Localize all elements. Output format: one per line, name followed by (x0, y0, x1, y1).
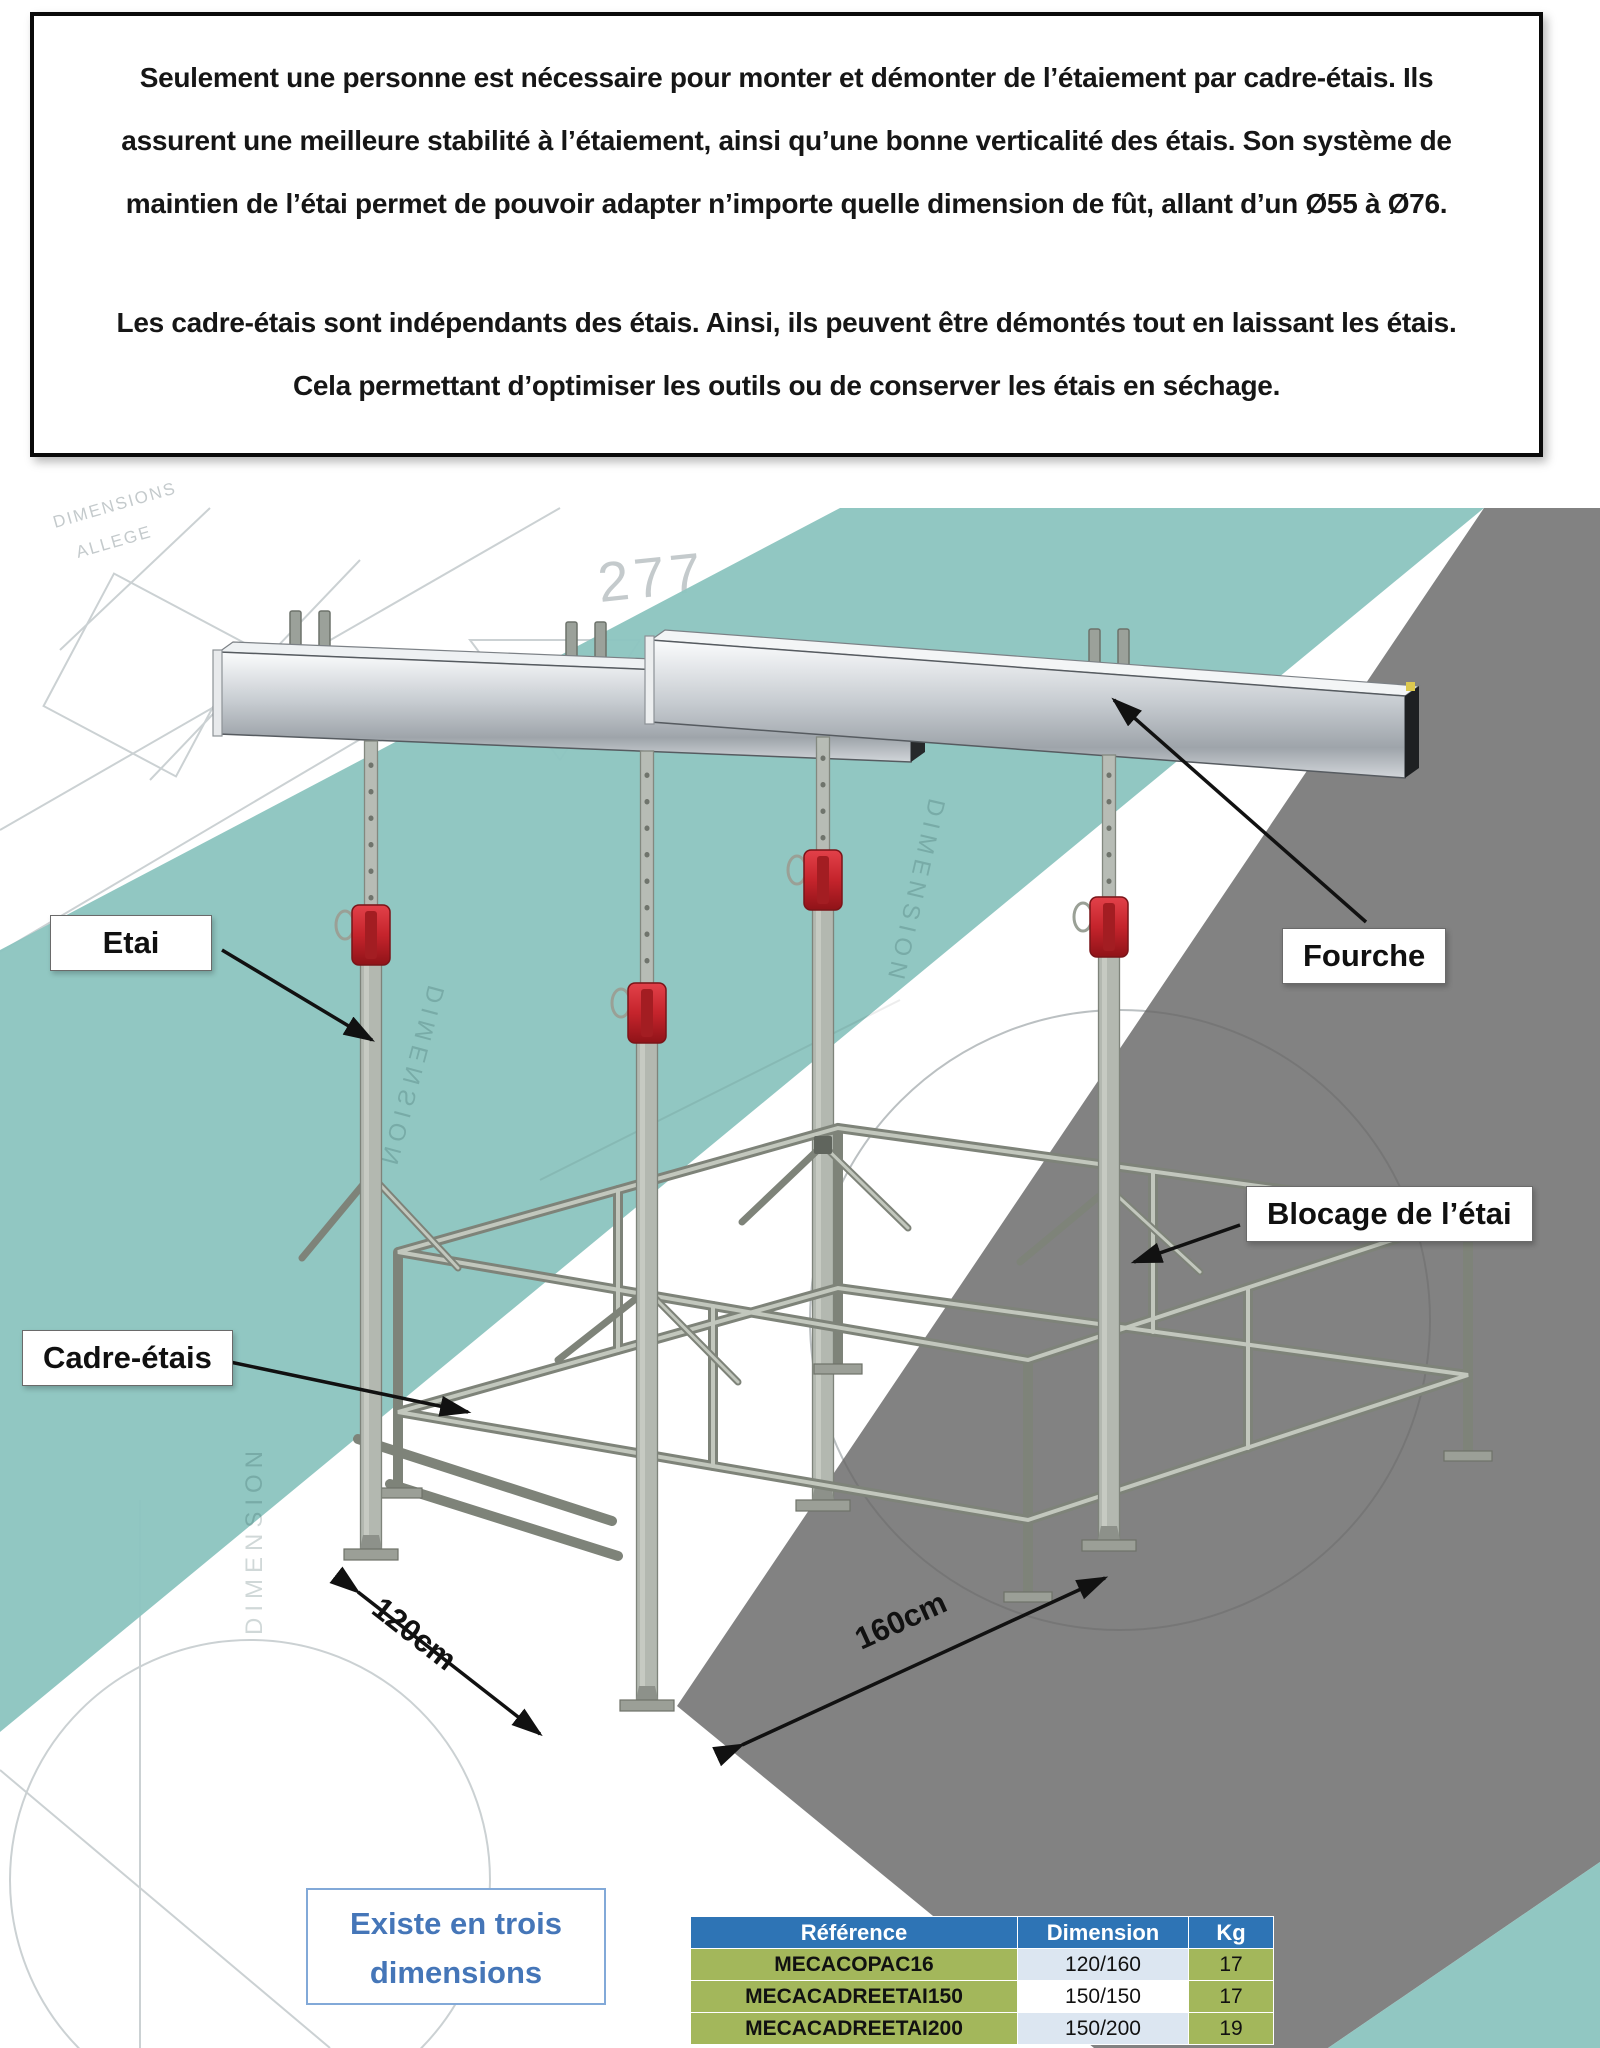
cell-kg: 17 (1188, 1980, 1274, 2013)
etai-prop-center (619, 750, 675, 1712)
dimension-arrow-160 (712, 1576, 1109, 1767)
cell-dimension: 120/160 (1017, 1948, 1189, 1981)
callout-arrow-blocage (1130, 1223, 1241, 1264)
teal-corner (1328, 1862, 1600, 2048)
cell-kg: 17 (1188, 1948, 1274, 1981)
cell-kg: 19 (1188, 2012, 1274, 2045)
beam-front (644, 629, 1421, 779)
dimension-arrow-120 (329, 1566, 543, 1737)
watermark-dimension-3: DIMENSION (241, 1445, 268, 1635)
table-row: MECACADREETAI150 150/150 17 (690, 1980, 1274, 2013)
callout-arrow-fourche (1111, 697, 1368, 924)
callout-blocage: Blocage de l’étai (1246, 1186, 1533, 1242)
callout-arrows (221, 697, 1368, 1417)
callout-etai: Etai (50, 915, 212, 971)
cell-reference: MECACOPAC16 (690, 1948, 1018, 1981)
callout-blocage-label: Blocage de l’étai (1267, 1196, 1512, 1231)
note-line-1: Existe en trois (350, 1906, 562, 1941)
frame-braces (298, 1136, 1204, 1386)
red-clamps (334, 849, 1129, 1044)
callout-fourche-label: Fourche (1303, 938, 1426, 973)
callout-cadre-label: Cadre-étais (43, 1340, 212, 1375)
etai-prop-left (343, 740, 399, 1561)
dimensions-note-box: Existe en trois dimensions (306, 1888, 606, 2005)
intro-paragraph-2: Les cadre-étais sont indépendants des ét… (116, 307, 1457, 401)
callout-arrow-cadre (229, 1360, 472, 1417)
callout-arrow-etai (221, 948, 376, 1042)
dimension-annotations: 120cm 160cm (329, 1566, 1109, 1767)
dimension-label-120: 120cm (366, 1590, 464, 1677)
callout-fourche: Fourche (1282, 928, 1447, 984)
intro-text-box: Seulement une personne est nécessaire po… (30, 12, 1543, 457)
callout-etai-label: Etai (102, 925, 160, 960)
table-header-row: Référence Dimension Kg (690, 1916, 1274, 1949)
table-row: MECACOPAC16 120/160 17 (690, 1948, 1274, 1981)
callout-cadre: Cadre-étais (22, 1330, 233, 1386)
note-line-2: dimensions (369, 1955, 543, 1990)
intro-paragraph-1: Seulement une personne est nécessaire po… (121, 62, 1452, 219)
cell-reference: MECACADREETAI150 (690, 1980, 1018, 2013)
table-header-reference: Référence (690, 1916, 1018, 1949)
cell-reference: MECACADREETAI200 (690, 2012, 1018, 2045)
table-header-dimension: Dimension (1017, 1916, 1189, 1949)
cell-dimension: 150/150 (1017, 1980, 1189, 2013)
table-row: MECACADREETAI200 150/200 19 (690, 2012, 1274, 2045)
dimension-label-160: 160cm (849, 1585, 951, 1657)
cell-dimension: 150/200 (1017, 2012, 1189, 2045)
etai-prop-right (1081, 754, 1137, 1552)
table-header-kg: Kg (1188, 1916, 1274, 1949)
reference-table: Référence Dimension Kg MECACOPAC16 120/1… (690, 1916, 1274, 2045)
